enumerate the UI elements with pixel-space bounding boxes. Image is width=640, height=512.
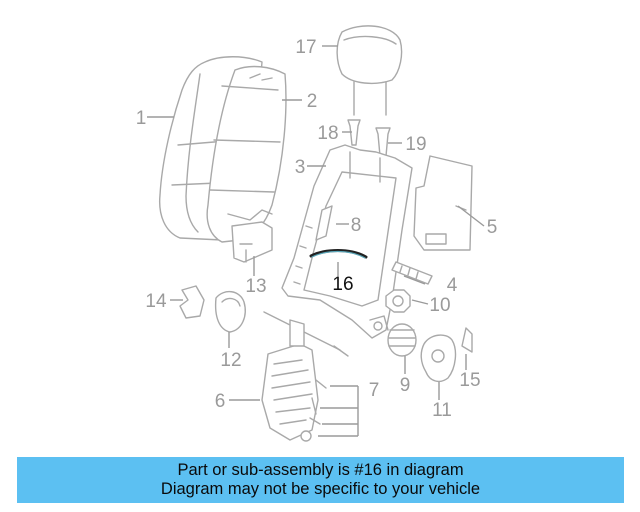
part-2-backrest-pad [206, 65, 287, 243]
part-5-rear-panel [413, 155, 473, 251]
part-4-rod [391, 261, 433, 285]
callout-18: 18 [317, 123, 338, 144]
banner-line-1: Part or sub-assembly is #16 in diagram [177, 461, 464, 479]
callout-9: 9 [400, 375, 411, 396]
info-banner: Part or sub-assembly is #16 in diagram D… [17, 457, 624, 503]
part-12-round-cover [214, 291, 246, 333]
callout-10: 10 [429, 295, 450, 316]
part-10-adjuster-knob [385, 289, 411, 313]
callout-16[interactable]: 16 [332, 274, 353, 295]
part-17-headrest [336, 25, 403, 116]
part-11-cover [420, 334, 457, 383]
part-16-frame-wire [309, 249, 368, 259]
part-13-trim-bracket [231, 221, 273, 263]
callout-17: 17 [295, 37, 316, 58]
callout-1: 1 [136, 108, 147, 129]
callout-2: 2 [307, 91, 318, 112]
part-9-handwheel [387, 323, 417, 357]
callout-13: 13 [245, 276, 266, 297]
callout-5: 5 [487, 217, 498, 238]
part-15-plug [461, 327, 473, 353]
banner-line-2: Diagram may not be specific to your vehi… [160, 480, 481, 498]
callout-19: 19 [405, 134, 426, 155]
callout-11: 11 [432, 400, 452, 421]
part-7-fasteners [300, 345, 349, 442]
callout-7: 7 [369, 380, 380, 401]
callout-6: 6 [215, 391, 226, 412]
part-18-headrest-guide [347, 119, 361, 146]
callout-14: 14 [145, 291, 167, 312]
leader-lines [147, 45, 485, 437]
part-19-headrest-guide [375, 127, 391, 157]
callout-4: 4 [447, 275, 458, 296]
part-6-recliner [261, 311, 341, 441]
callout-15: 15 [459, 370, 480, 391]
part-3-seatback-frame [281, 144, 413, 339]
callout-12: 12 [220, 350, 241, 371]
part-8-pad [315, 205, 333, 241]
callout-3: 3 [295, 157, 306, 178]
part-14-bracket [179, 285, 205, 319]
callout-8: 8 [351, 215, 362, 236]
